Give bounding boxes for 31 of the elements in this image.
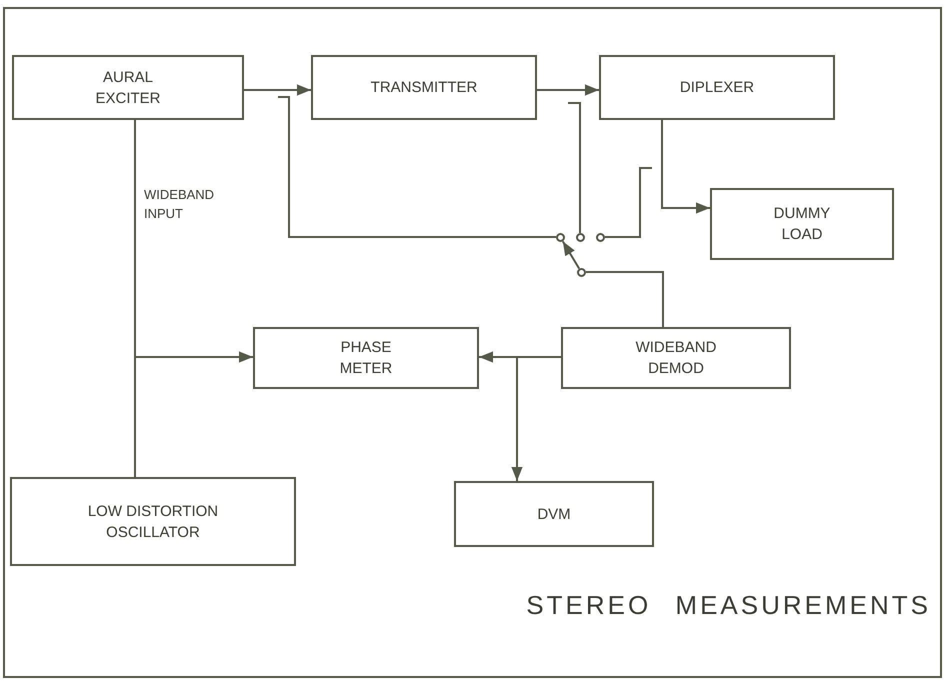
block-label: LOW DISTORTION OSCILLATOR (86, 502, 220, 542)
arrow (244, 84, 311, 96)
switch-contact (576, 233, 585, 242)
block-label: PHASE METER (338, 338, 394, 379)
connector-line (586, 271, 664, 327)
block-box (311, 55, 537, 120)
block-label: TRANSMITTER (370, 78, 478, 98)
arrow (511, 356, 561, 481)
connector-line (605, 167, 652, 238)
block-label: DUMMY LOAD (772, 204, 832, 245)
block-box (599, 55, 835, 120)
block-box (12, 55, 244, 120)
block-box (561, 327, 791, 389)
arrow (661, 120, 710, 214)
switch-contact (596, 233, 605, 242)
block-box (454, 481, 654, 547)
diagram-title: STEREO MEASUREMENTS (526, 590, 931, 621)
switch-contact (556, 233, 565, 242)
block-box (710, 188, 894, 260)
connector-line (568, 102, 581, 233)
block-label: WIDEBAND DEMOD (634, 338, 718, 379)
arrow (562, 240, 580, 270)
block-box (10, 477, 296, 566)
block-label: AURAL EXCITER (94, 68, 162, 108)
block-label: DVM (536, 504, 572, 524)
connector-line (278, 96, 556, 238)
arrow (537, 84, 599, 96)
block-box (253, 327, 479, 389)
arrow (134, 351, 253, 477)
block-label: DIPLEXER (678, 78, 756, 98)
switch-contact (577, 268, 586, 277)
